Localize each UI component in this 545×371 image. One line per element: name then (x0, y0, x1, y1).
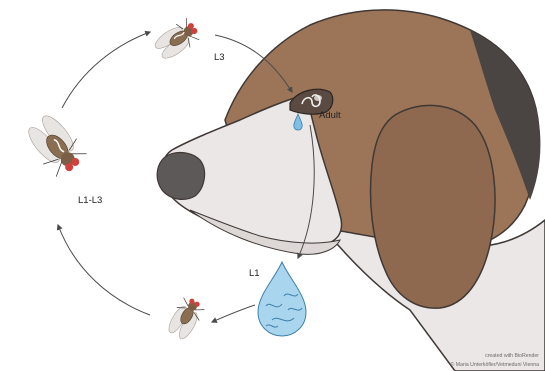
label-l1-l3: L1-L3 (78, 195, 102, 206)
arrow-tear-to-fly (212, 305, 255, 322)
arrow-fly-to-l1l3 (58, 225, 150, 315)
dog-nose (157, 153, 204, 200)
fly-l3 (152, 16, 204, 63)
dog-ear (371, 105, 495, 308)
arrow-l1l3-to-l3 (62, 32, 150, 108)
label-l3: L3 (214, 52, 225, 63)
credit-biorender: created with BioRender (485, 353, 539, 359)
dog-illustration (157, 10, 545, 371)
fly-l1-l3 (20, 110, 90, 182)
credit-author: © Maria Unterköfler/Vetmeduni Vienna (450, 361, 539, 368)
tear-drop-l1 (258, 262, 306, 336)
label-adult: Adult (319, 110, 341, 121)
fly-bottom (164, 294, 207, 342)
tear-drop-icon (258, 262, 306, 336)
label-l1: L1 (249, 268, 260, 279)
